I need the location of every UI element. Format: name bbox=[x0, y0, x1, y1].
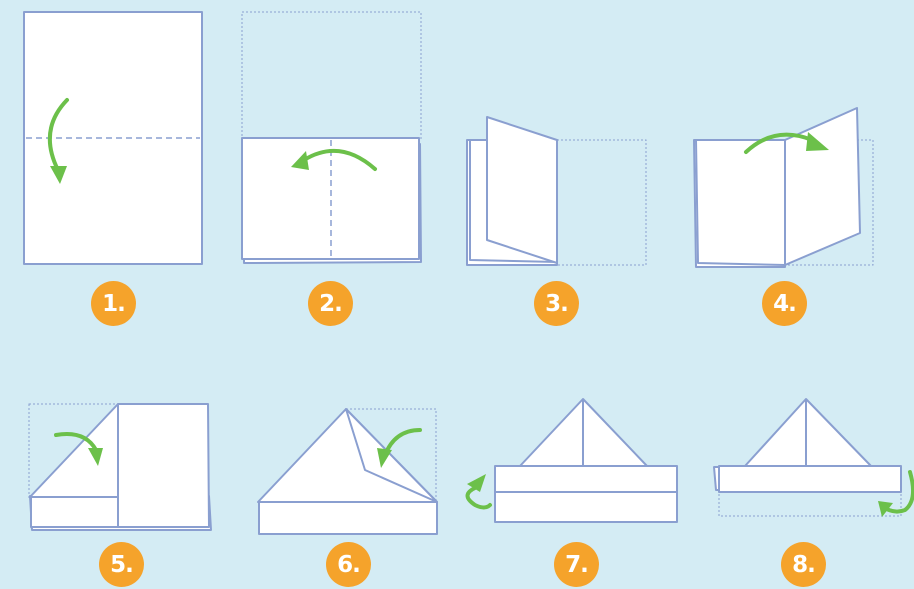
step-8-ghost-outline bbox=[719, 492, 901, 516]
step-8-illustration bbox=[714, 399, 913, 517]
step-8-badge: 8. bbox=[781, 542, 826, 587]
step-4-illustration bbox=[694, 108, 873, 267]
step-2-illustration bbox=[242, 12, 421, 263]
step-7-illustration bbox=[467, 399, 677, 522]
step-4-number: 4. bbox=[773, 291, 796, 317]
step-3-illustration bbox=[467, 117, 646, 265]
step-5-right-panel bbox=[118, 404, 209, 527]
step-1-illustration bbox=[24, 12, 202, 264]
step-1-number: 1. bbox=[102, 291, 125, 317]
step-5-number: 5. bbox=[110, 552, 133, 578]
step-8-number: 8. bbox=[792, 552, 815, 578]
step-1-badge: 1. bbox=[91, 281, 136, 326]
step-3-number: 3. bbox=[545, 291, 568, 317]
step-5-folded-corner bbox=[30, 404, 118, 497]
step-7-brim-band bbox=[495, 466, 677, 522]
step-8-brim-band bbox=[719, 466, 901, 492]
step-4-badge: 4. bbox=[762, 281, 807, 326]
step-3-ghost-outline bbox=[557, 140, 646, 265]
step-2-badge: 2. bbox=[308, 281, 353, 326]
step-6-badge: 6. bbox=[326, 542, 371, 587]
step-3-badge: 3. bbox=[534, 281, 579, 326]
step-6-illustration bbox=[258, 409, 437, 534]
step-4-folded-paper bbox=[696, 140, 785, 265]
step-5-bottom-strip bbox=[31, 497, 118, 527]
step-7-badge: 7. bbox=[554, 542, 599, 587]
step-4-raised-flap bbox=[785, 108, 860, 265]
step-6-number: 6. bbox=[337, 552, 360, 578]
step-5-illustration bbox=[29, 404, 211, 530]
step-2-number: 2. bbox=[319, 291, 342, 317]
step-7-number: 7. bbox=[565, 552, 588, 578]
step-6-bottom-band bbox=[259, 502, 437, 534]
step-3-raised-flap bbox=[487, 117, 557, 263]
step-5-badge: 5. bbox=[99, 542, 144, 587]
step-2-ghost-outline bbox=[242, 12, 421, 139]
step-8-hat-triangle bbox=[745, 399, 871, 466]
